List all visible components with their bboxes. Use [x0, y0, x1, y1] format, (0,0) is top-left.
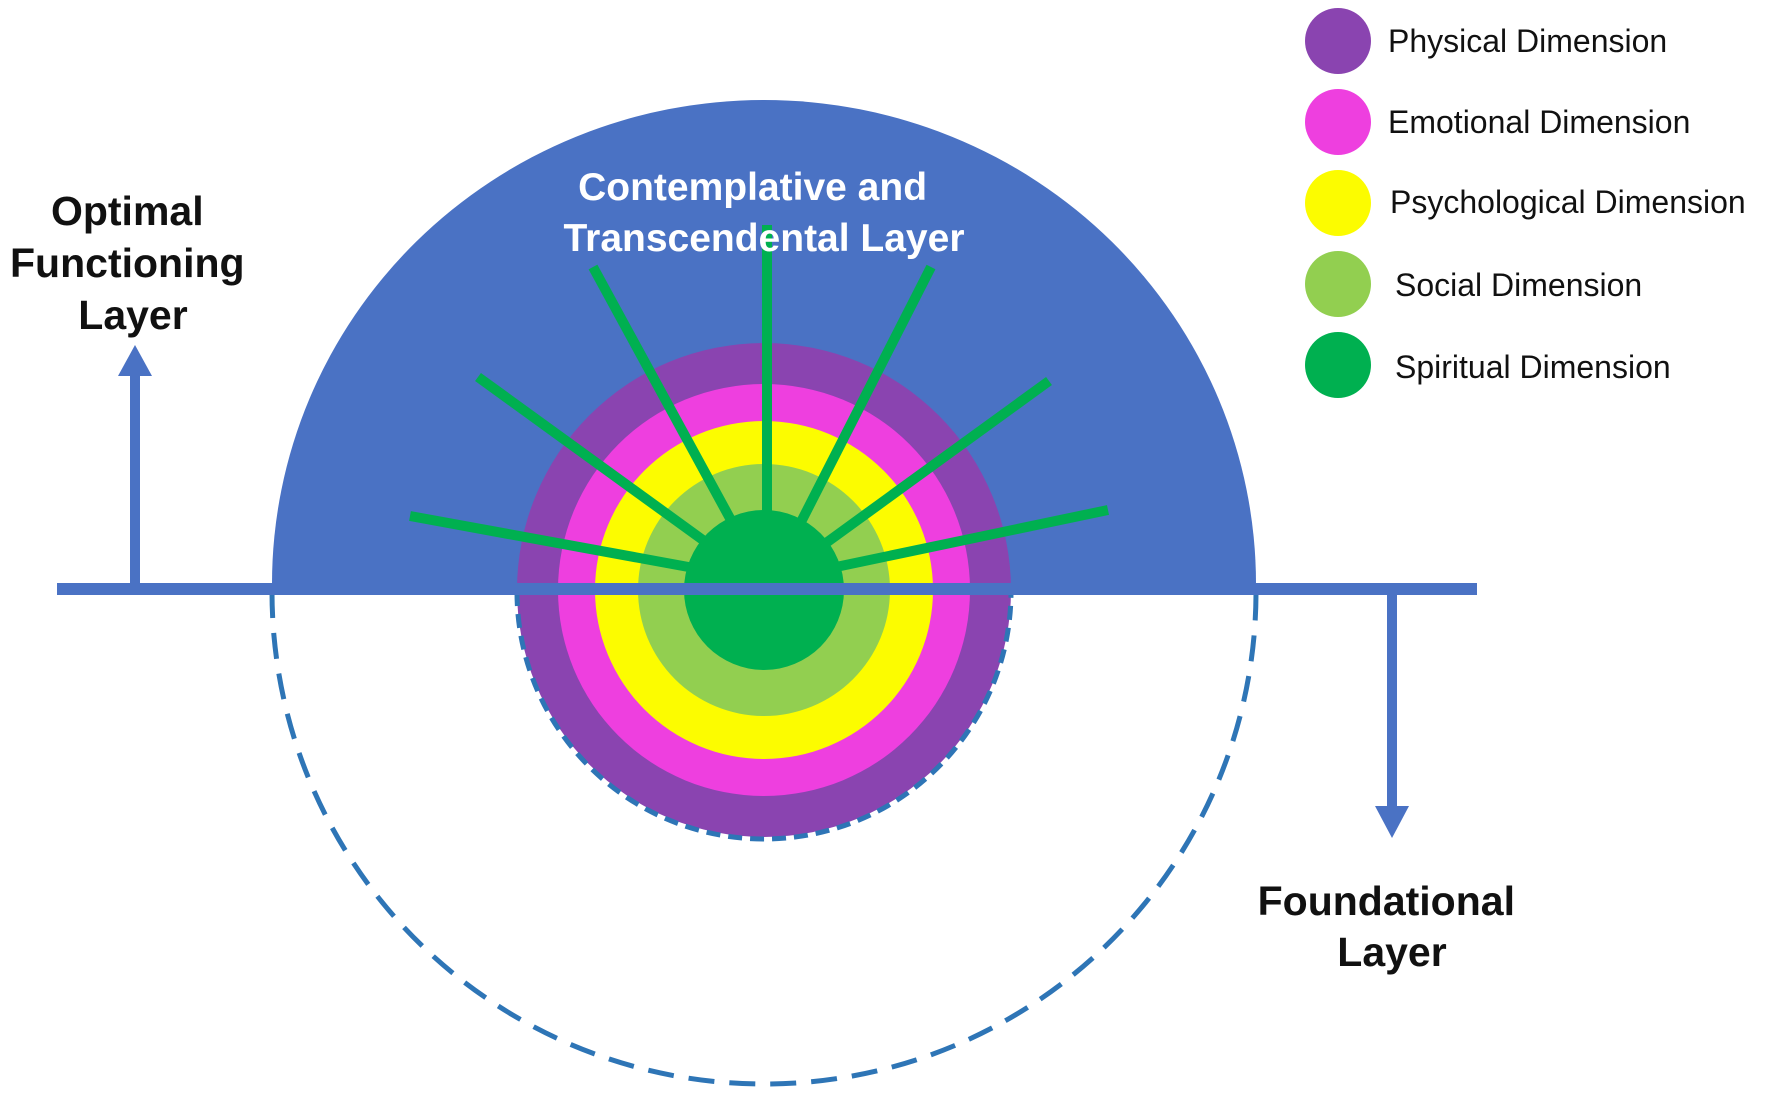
- legend-swatch-psychological: [1305, 170, 1371, 236]
- foundational-layer-line-2: Layer: [1337, 929, 1446, 975]
- legend-item-psychological: Psychological Dimension: [1305, 170, 1746, 236]
- legend-label-physical: Physical Dimension: [1388, 23, 1667, 59]
- legend-swatch-social: [1305, 251, 1371, 317]
- down-arrow-icon: [1375, 806, 1409, 838]
- ray-6: [823, 376, 1052, 548]
- legend-label-spiritual: Spiritual Dimension: [1395, 349, 1671, 385]
- legend-item-physical: Physical Dimension: [1305, 8, 1667, 74]
- ray-7: [834, 505, 1110, 572]
- ray-2: [475, 372, 710, 548]
- legend-item-spiritual: Spiritual Dimension: [1305, 332, 1671, 398]
- legend-label-psychological: Psychological Dimension: [1390, 184, 1746, 220]
- legend-swatch-spiritual: [1305, 332, 1371, 398]
- foundational-layer-line-1: Foundational: [1258, 878, 1515, 924]
- ray-5: [796, 264, 936, 525]
- optimal-layer-line-3: Layer: [78, 292, 187, 338]
- contemplative-layer-line-2: Transcendental Layer: [563, 217, 964, 260]
- ray-1: [409, 511, 695, 573]
- contemplative-layer-label: Contemplative and Transcendental Layer: [563, 166, 964, 260]
- legend-swatch-emotional: [1305, 89, 1371, 155]
- up-arrow-icon: [118, 345, 152, 376]
- legend-item-emotional: Emotional Dimension: [1305, 89, 1690, 155]
- legend: Physical Dimension Emotional Dimension P…: [1305, 8, 1746, 398]
- legend-item-social: Social Dimension: [1305, 251, 1642, 317]
- spiritual-rays: [409, 225, 1110, 573]
- legend-label-social: Social Dimension: [1395, 267, 1642, 303]
- rings-dashed-outline: [514, 591, 1014, 842]
- optimal-functioning-layer-label: Optimal Functioning Layer: [10, 188, 256, 338]
- optimal-layer-line-2: Functioning: [10, 240, 245, 286]
- contemplative-layer-line-1: Contemplative and: [578, 166, 927, 209]
- foundational-layer-label: Foundational Layer: [1258, 878, 1527, 975]
- ray-3: [588, 264, 737, 525]
- legend-swatch-physical: [1305, 8, 1371, 74]
- optimal-layer-line-1: Optimal: [51, 188, 204, 234]
- legend-label-emotional: Emotional Dimension: [1388, 104, 1690, 140]
